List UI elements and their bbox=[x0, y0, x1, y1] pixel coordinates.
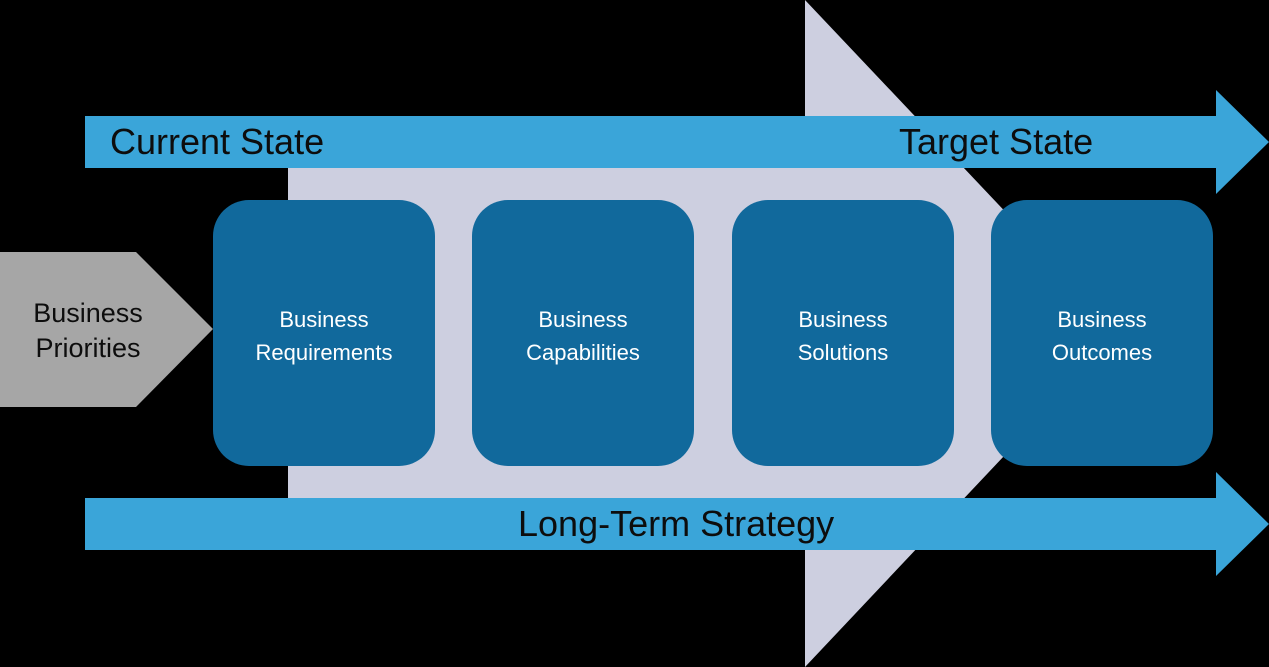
stage-line-2: Requirements bbox=[255, 340, 393, 365]
stage-label-capabilities: Business Capabilities bbox=[472, 200, 694, 466]
stage-label-outcomes: Business Outcomes bbox=[991, 200, 1213, 466]
stage-line-1: Business bbox=[798, 307, 888, 332]
target-state-label: Target State bbox=[899, 121, 1094, 162]
top-band-arrow bbox=[85, 90, 1269, 194]
priorities-line-1: Business bbox=[33, 298, 143, 328]
stage-line-2: Solutions bbox=[797, 340, 889, 365]
long-term-strategy-label: Long-Term Strategy bbox=[518, 503, 835, 544]
bottom-band-arrow bbox=[85, 472, 1269, 576]
stage-label-solutions: Business Solutions bbox=[732, 200, 954, 466]
priorities-chevron bbox=[0, 252, 213, 407]
stage-line-2: Outcomes bbox=[1051, 340, 1153, 365]
business-priorities-label: Business Priorities bbox=[0, 296, 176, 366]
current-state-label: Current State bbox=[110, 121, 325, 162]
stage-box-requirements bbox=[213, 200, 435, 466]
stage-box-capabilities bbox=[472, 200, 694, 466]
stage-line-2: Capabilities bbox=[526, 340, 640, 365]
stage-line-1: Business bbox=[1057, 307, 1147, 332]
stage-box-solutions bbox=[732, 200, 954, 466]
stage-label-requirements: Business Requirements bbox=[213, 200, 435, 466]
stage-box-outcomes bbox=[991, 200, 1213, 466]
stage-line-1: Business bbox=[538, 307, 628, 332]
stage-line-1: Business bbox=[279, 307, 369, 332]
priorities-line-2: Priorities bbox=[35, 333, 141, 363]
